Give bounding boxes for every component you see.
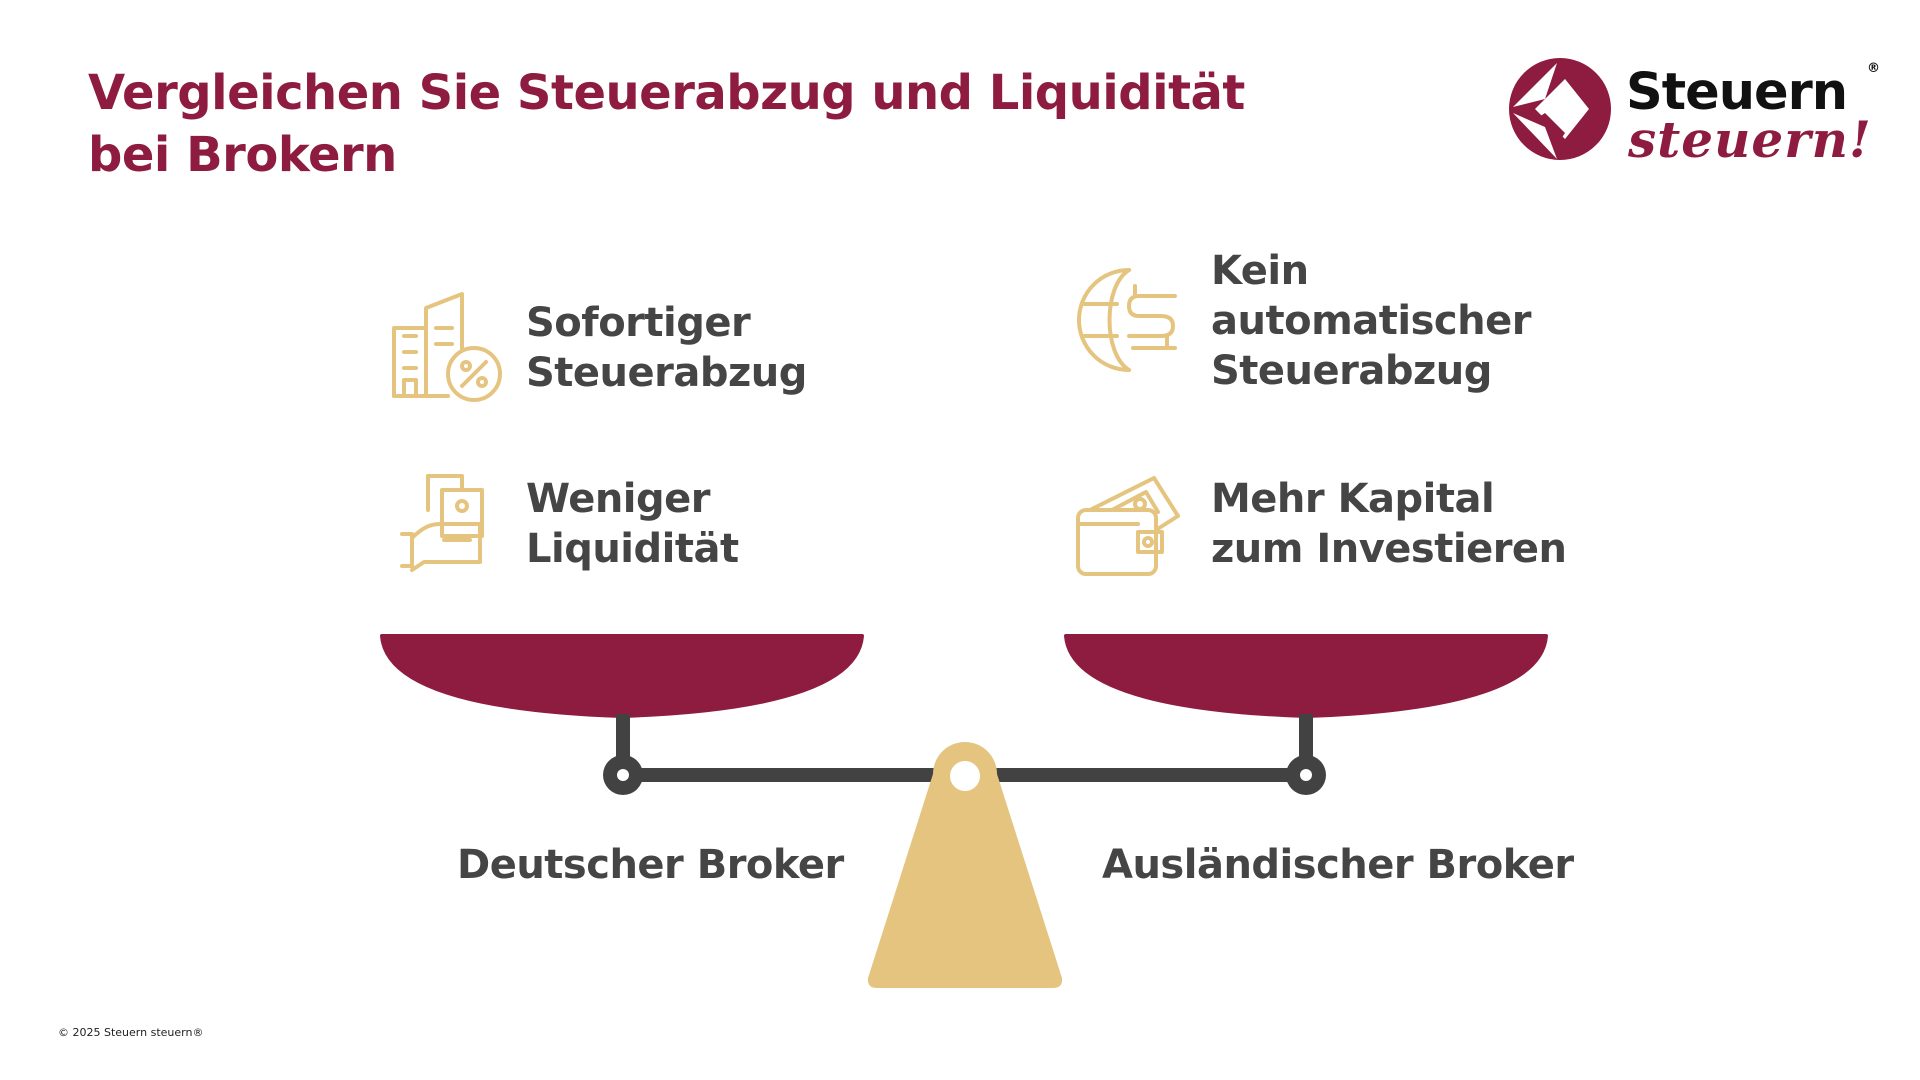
feature-sofortiger-steuerabzug: Sofortiger Steuerabzug (526, 300, 807, 396)
title-line-1: Vergleichen Sie Steuerabzug und Liquidit… (88, 65, 1245, 121)
page-title: Vergleichen Sie Steuerabzug und Liquidit… (88, 62, 1388, 186)
feature-weniger-liquiditaet: Weniger Liquidität (526, 476, 739, 572)
left-scale-pan (380, 634, 864, 718)
logo-registered-mark: ® (1867, 61, 1880, 76)
globe-currency-icon (1077, 268, 1177, 372)
brand-logo: Steuern ® steuern! (1505, 55, 1885, 175)
title-line-2: bei Brokern (88, 127, 397, 183)
logo-word-steuern-script: steuern! (1628, 110, 1872, 169)
feature-kein-automatischer-steuerabzug: Kein automatischer Steuerabzug (1211, 248, 1531, 394)
hand-money-icon (400, 474, 484, 572)
feature-mehr-kapital: Mehr Kapital zum Investieren (1211, 476, 1567, 572)
right-scale-pan (1064, 634, 1548, 718)
logo-word-steuern: Steuern (1626, 63, 1848, 122)
wallet-money-icon (1076, 476, 1180, 576)
copyright-footer: © 2025 Steuern steuern® (58, 1026, 204, 1039)
building-percent-icon (392, 292, 502, 402)
scale-fulcrum (867, 742, 1063, 988)
label-deutscher-broker: Deutscher Broker (457, 842, 844, 888)
logo-mark-icon (1509, 58, 1611, 160)
label-auslaendischer-broker: Ausländischer Broker (1102, 842, 1574, 888)
